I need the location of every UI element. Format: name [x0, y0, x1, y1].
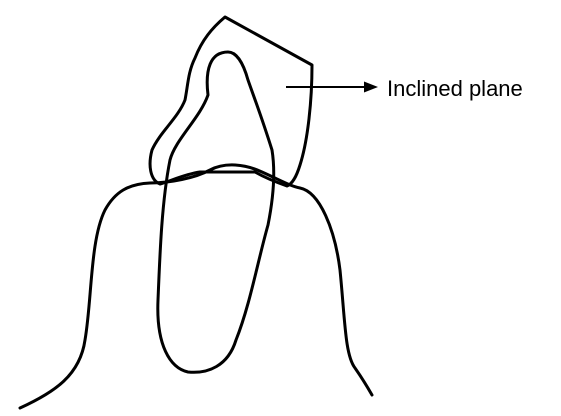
inclined-plane-outline: [150, 17, 312, 186]
pointer-arrow-head: [364, 82, 378, 93]
inclined-plane-label: Inclined plane: [387, 76, 523, 101]
tooth-root-outline: [158, 52, 274, 372]
